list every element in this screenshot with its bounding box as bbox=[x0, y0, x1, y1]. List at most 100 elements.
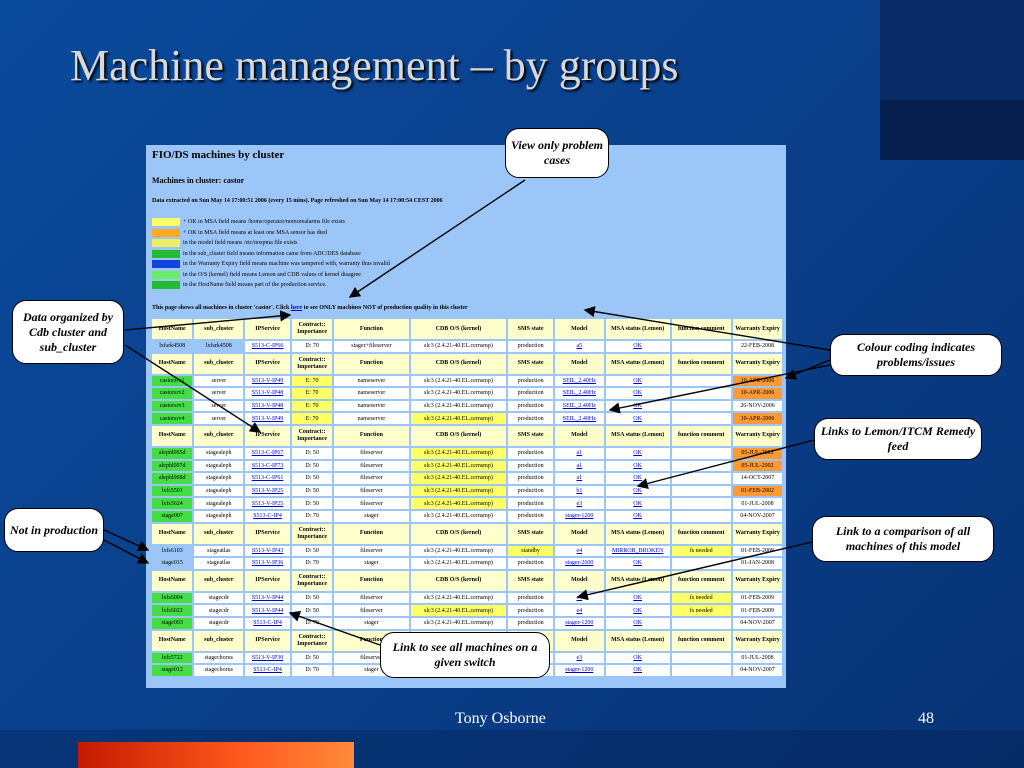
legend-row: in the model field means /etc/nospma fil… bbox=[152, 238, 390, 249]
table-cell-link[interactable]: S513-C-IP67 bbox=[245, 447, 290, 459]
table-cell-link[interactable]: S513-V-IP30 bbox=[245, 652, 290, 664]
table-cell-link[interactable]: OK bbox=[605, 341, 670, 352]
column-header: Function bbox=[334, 523, 409, 544]
table-cell-link[interactable]: S513-C-IP61 bbox=[245, 473, 290, 484]
column-header: function comment bbox=[671, 570, 732, 591]
table-cell: 10-APR-2006 bbox=[733, 388, 782, 399]
cluster-line: Machines in cluster: castor bbox=[152, 176, 245, 185]
table-cell-link[interactable]: S513-V-IP48 bbox=[245, 388, 290, 399]
table-cell-link[interactable]: a5 bbox=[554, 341, 604, 352]
table-cell bbox=[671, 558, 732, 569]
table-cell-link[interactable]: OK bbox=[605, 447, 670, 459]
table-cell: 01-FEB-2009 bbox=[733, 545, 782, 557]
table-cell-link[interactable]: b1 bbox=[554, 485, 604, 497]
page-number: 48 bbox=[918, 710, 934, 727]
table-cell-link[interactable]: OK bbox=[605, 400, 670, 412]
table-cell-link[interactable]: stager-2600 bbox=[554, 558, 604, 569]
column-header: MSA status (Lemon) bbox=[605, 353, 670, 374]
table-cell-link[interactable]: a1 bbox=[554, 447, 604, 459]
column-header: IPService bbox=[245, 630, 290, 651]
table-cell: 14-OCT-2007 bbox=[733, 473, 782, 484]
column-header: Function bbox=[334, 570, 409, 591]
table-cell-link[interactable]: S513-C-IP4 bbox=[245, 510, 290, 522]
legend-text: in the model field means /etc/nospma fil… bbox=[183, 240, 298, 247]
column-header: CDB O/S (kernel) bbox=[410, 319, 507, 339]
table-cell-link[interactable]: S513-V-IP36 bbox=[245, 558, 290, 569]
table-cell-link[interactable]: a1 bbox=[554, 460, 604, 472]
table-cell-link[interactable]: OK bbox=[605, 558, 670, 569]
table-cell: slc3 (2.4.21-40.EL.cernsmp) bbox=[410, 510, 507, 522]
table-cell-link[interactable]: OK bbox=[605, 605, 670, 616]
callout-links-lemon: Links to Lemon/ITCM Remedy feed bbox=[814, 418, 982, 460]
column-header: Contract:: Importance bbox=[291, 630, 333, 651]
table-cell-link[interactable]: OK bbox=[605, 375, 670, 387]
column-header: HostName bbox=[152, 570, 193, 591]
table-cell-link[interactable]: S513-C-IP73 bbox=[245, 460, 290, 472]
table-cell: stagecdr bbox=[194, 605, 244, 616]
table-cell-link[interactable]: OK bbox=[605, 498, 670, 509]
table-cell-link[interactable]: stager-1200 bbox=[554, 510, 604, 522]
table-cell-link[interactable]: S513-V-IP43 bbox=[245, 545, 290, 557]
table-cell-link[interactable]: S513-C-IP4 bbox=[245, 665, 290, 676]
table-cell-link[interactable]: stager-1200 bbox=[554, 665, 604, 676]
table-cell: 01-JUL-2008 bbox=[733, 652, 782, 664]
note-text-before: This page shows all machines in cluster … bbox=[152, 305, 290, 311]
table-cell-link[interactable]: S513-V-IP48 bbox=[245, 400, 290, 412]
table-cell: slc3 (2.4.21-40.EL.cernsmp) bbox=[410, 617, 507, 629]
problem-cases-link[interactable]: here bbox=[290, 305, 303, 311]
filter-note: This page shows all machines in cluster … bbox=[152, 305, 468, 311]
table-cell-link[interactable]: S513-V-IP25 bbox=[245, 485, 290, 497]
table-cell: alephl008d bbox=[152, 473, 193, 484]
legend-text: in the O/S (kernel) field means Lemon an… bbox=[183, 271, 361, 278]
legend-text: in the sub_cluster field means informati… bbox=[183, 250, 361, 257]
legend-row: in the HostName field means part of the … bbox=[152, 280, 390, 291]
column-header: function comment bbox=[671, 319, 732, 339]
table-cell-link[interactable]: e3 bbox=[554, 498, 604, 509]
table-cell-link[interactable]: e4 bbox=[554, 545, 604, 557]
table-cell-link[interactable]: OK bbox=[605, 665, 670, 676]
table-cell-link[interactable]: S513-V-IP44 bbox=[245, 592, 290, 604]
table-cell-link[interactable]: a1 bbox=[554, 473, 604, 484]
table-cell: D: 50 bbox=[291, 652, 333, 664]
column-header: HostName bbox=[152, 319, 193, 339]
table-cell-link[interactable]: S513-V-IP44 bbox=[245, 605, 290, 616]
table-cell-link[interactable]: OK bbox=[605, 413, 670, 424]
table-cell-link[interactable]: OK bbox=[605, 485, 670, 497]
table-cell: stage012 bbox=[152, 665, 193, 676]
table-cell bbox=[671, 388, 732, 399]
table-cell: E: 70 bbox=[291, 413, 333, 424]
table-cell-link[interactable]: S513-C-IP66 bbox=[245, 341, 290, 352]
table-cell-link[interactable]: S513-V-IP25 bbox=[245, 498, 290, 509]
table-cell-link[interactable]: OK bbox=[605, 510, 670, 522]
table-cell-link[interactable]: stager-1200 bbox=[554, 617, 604, 629]
note-text-after: to see ONLY machines NOT of production q… bbox=[303, 305, 468, 311]
callout-link-switch: Link to see all machines on a given swit… bbox=[380, 632, 550, 678]
bottom-accent-bar bbox=[78, 742, 354, 768]
table-cell-link[interactable]: OK bbox=[605, 460, 670, 472]
table-cell-link[interactable]: OK bbox=[605, 617, 670, 629]
table-cell bbox=[671, 652, 732, 664]
table-cell-link[interactable]: OK bbox=[605, 473, 670, 484]
table-cell: fs needed bbox=[671, 545, 732, 557]
table-cell-link[interactable]: OK bbox=[605, 388, 670, 399]
table-cell: D: 70 bbox=[291, 341, 333, 352]
table-cell-link[interactable]: e3 bbox=[554, 652, 604, 664]
table-cell: castorsrv2 bbox=[152, 388, 193, 399]
table-cell-link[interactable]: e4 bbox=[554, 592, 604, 604]
table-cell-link[interactable]: MIRROR_BROKEN bbox=[605, 545, 670, 557]
column-header: SMS state bbox=[508, 523, 553, 544]
table-cell: nameserver bbox=[334, 375, 409, 387]
table-cell-link[interactable]: e4 bbox=[554, 605, 604, 616]
table-cell-link[interactable]: OK bbox=[605, 592, 670, 604]
table-cell-link[interactable]: OK bbox=[605, 652, 670, 664]
table-cell-link[interactable]: S513-C-IP4 bbox=[245, 617, 290, 629]
table-cell-link[interactable]: SEIL_2.40Hz bbox=[554, 388, 604, 399]
table-cell-link[interactable]: S513-V-IP49 bbox=[245, 413, 290, 424]
table-cell-link[interactable]: SEIL_2.40Hz bbox=[554, 413, 604, 424]
column-header: CDB O/S (kernel) bbox=[410, 523, 507, 544]
table-cell: server bbox=[194, 413, 244, 424]
table-cell-link[interactable]: S513-V-IP49 bbox=[245, 375, 290, 387]
table-cell-link[interactable]: SEIL_2.40Hz bbox=[554, 375, 604, 387]
table-cell-link[interactable]: SEIL_2.40Hz bbox=[554, 400, 604, 412]
